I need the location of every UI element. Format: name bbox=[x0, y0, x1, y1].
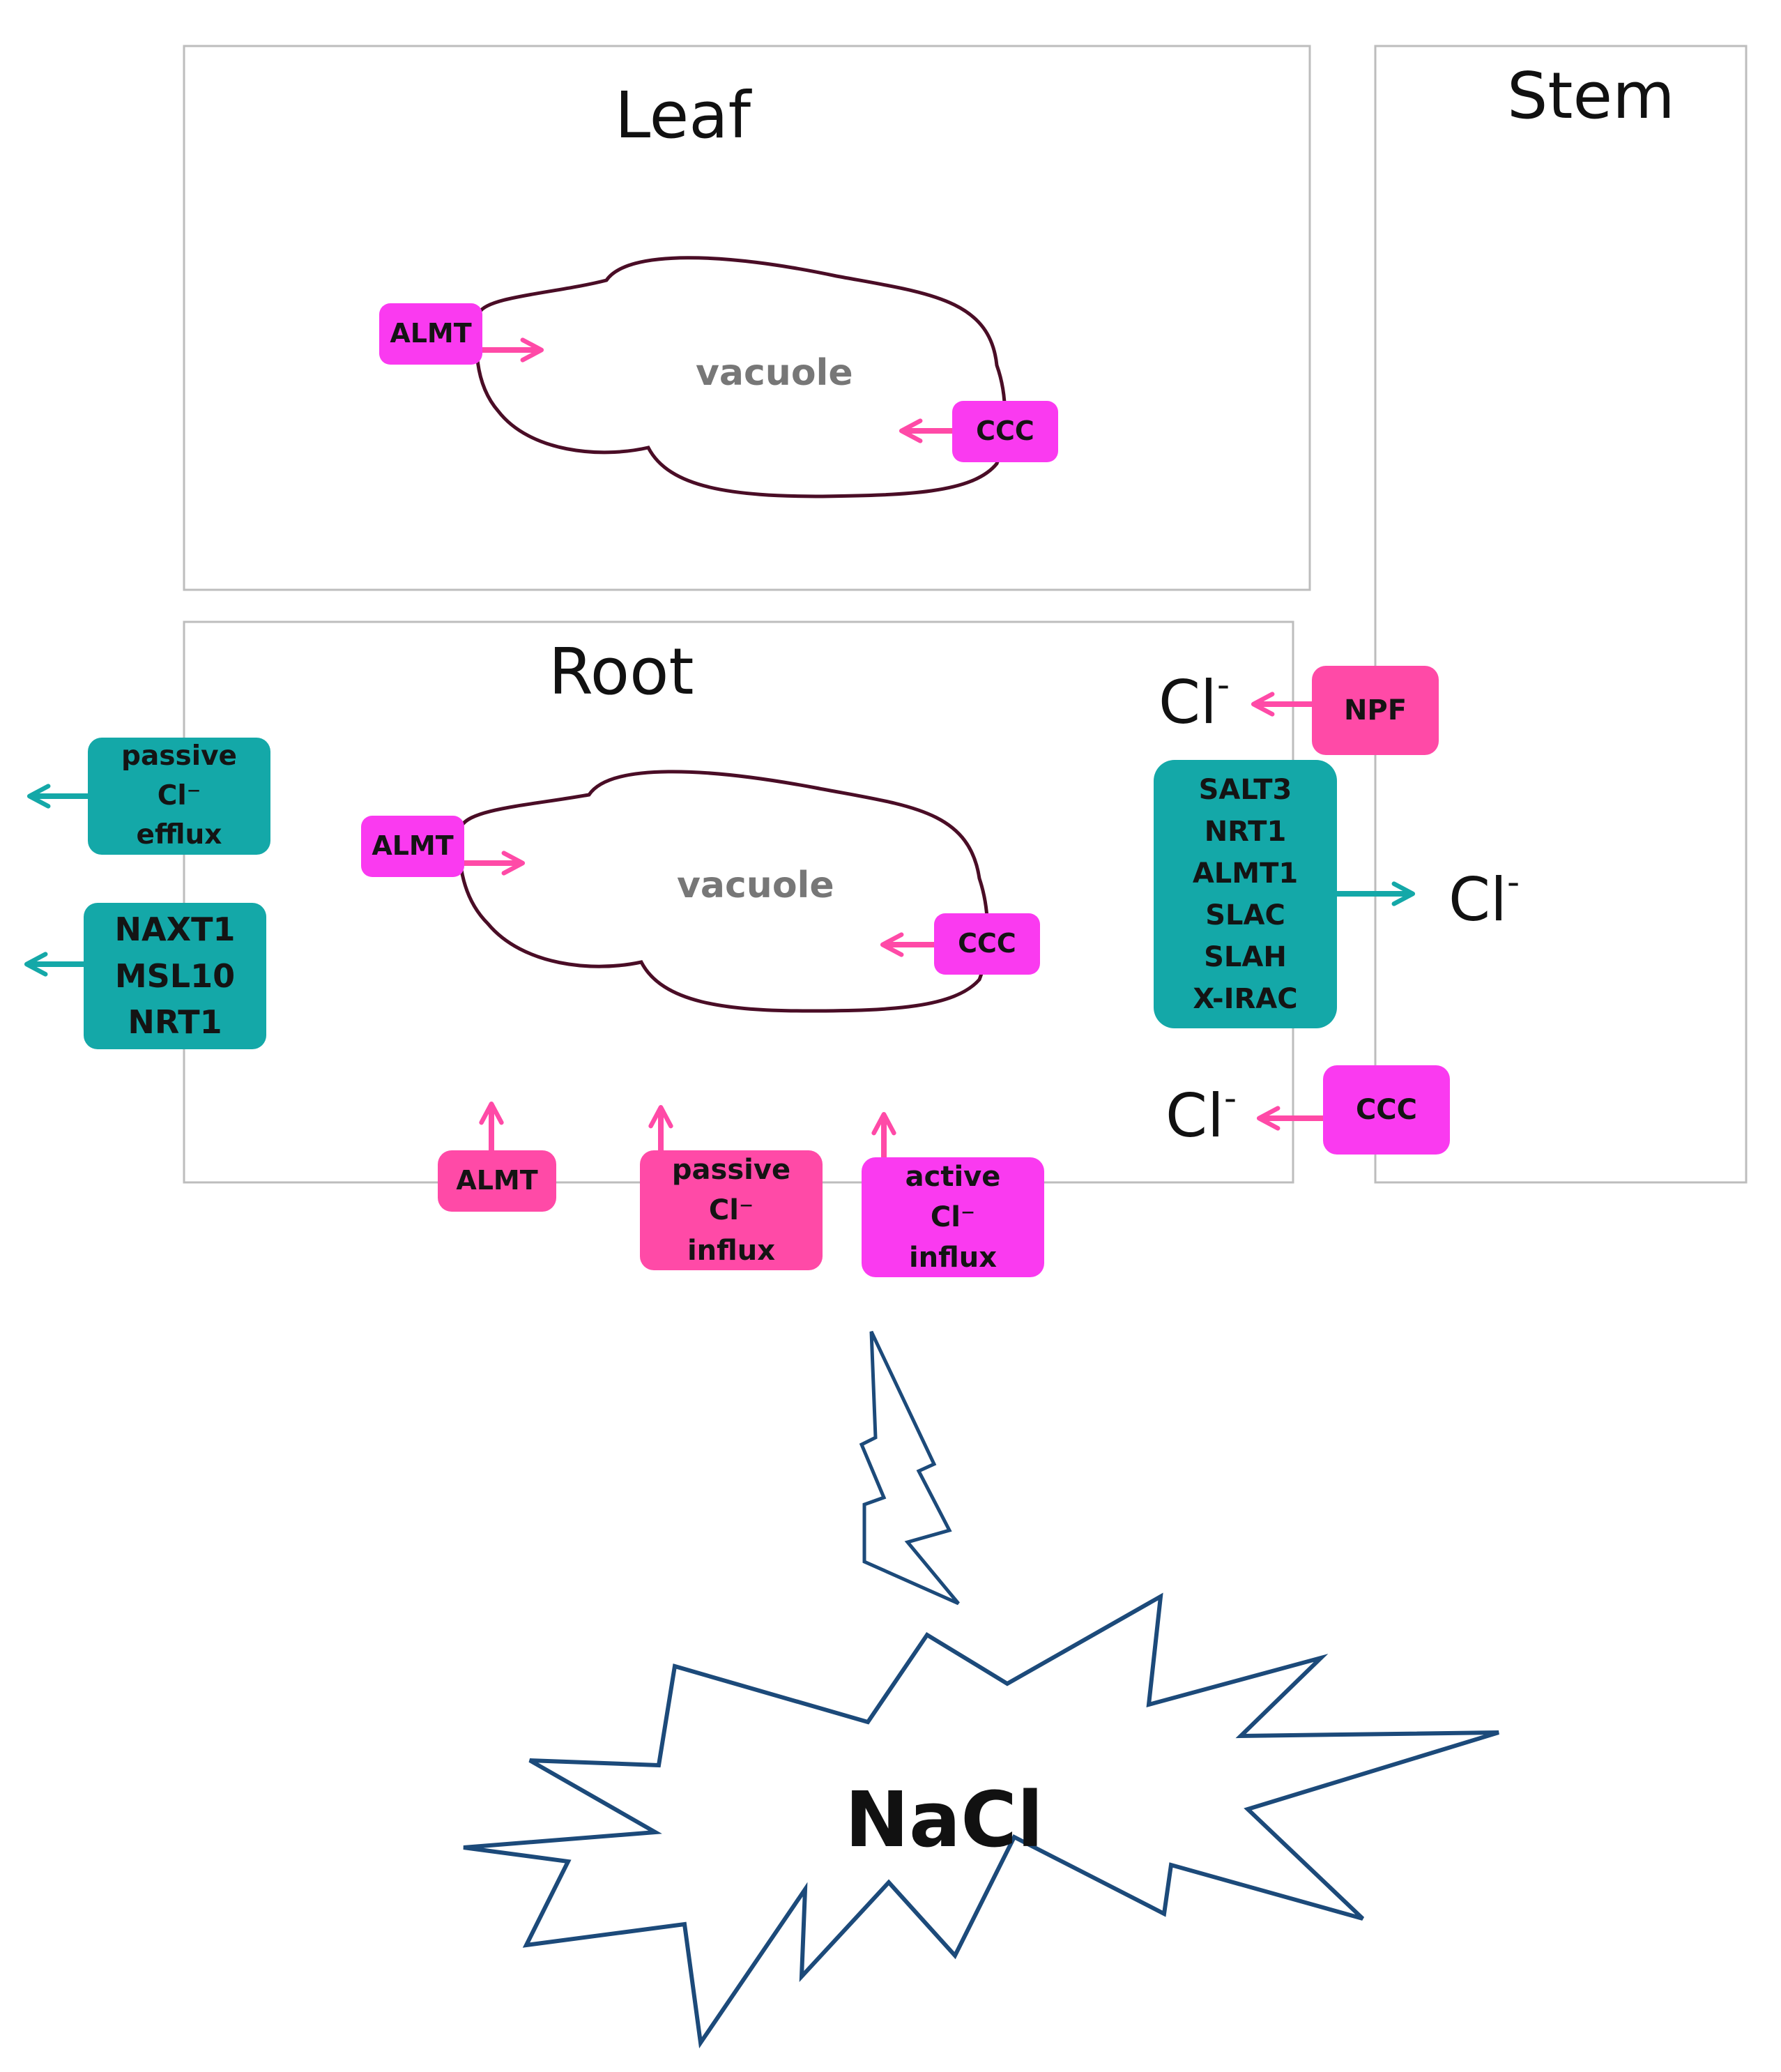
xylem-loading-box: SALT3 NRT1 ALMT1 SLAC SLAH X-IRAC bbox=[1154, 760, 1337, 1028]
passive-influx-box: passive Cl⁻ influx bbox=[640, 1150, 823, 1270]
root-ccc-box bbox=[934, 913, 1040, 975]
leaf-vacuole-membrane bbox=[475, 256, 1007, 498]
root-ccc-label: CCC bbox=[958, 928, 1016, 959]
root-vacuole-label: vacuole bbox=[677, 864, 834, 906]
leaf-vacuole-label: vacuole bbox=[696, 352, 853, 394]
active-influx-box: active Cl⁻ influx bbox=[862, 1157, 1044, 1277]
leaf-almt-label: ALMT bbox=[390, 318, 472, 349]
leaf-ccc-box bbox=[952, 401, 1058, 462]
passive-efflux-box: passive Cl⁻ efflux bbox=[88, 738, 270, 855]
chloride-label-stem: Cl- bbox=[1449, 862, 1520, 935]
root-vacuole-membrane bbox=[457, 770, 989, 1013]
leaf-almt-box bbox=[379, 303, 482, 365]
root-almt-box bbox=[361, 816, 464, 877]
npf-box: NPF bbox=[1312, 666, 1439, 755]
efflux-transporters-box: NAXT1 MSL10 NRT1 bbox=[84, 903, 266, 1049]
stem-compartment bbox=[1374, 45, 1748, 1184]
root-title: Root bbox=[549, 634, 694, 709]
leaf-compartment bbox=[183, 45, 1311, 591]
leaf-title: Leaf bbox=[615, 78, 751, 153]
root-almt-label: ALMT bbox=[372, 830, 454, 862]
starburst-icon bbox=[463, 1592, 1499, 2049]
nacl-label: NaCl bbox=[845, 1775, 1044, 1864]
leaf-ccc-label: CCC bbox=[976, 416, 1034, 447]
influx-almt-box: ALMT bbox=[438, 1150, 556, 1212]
lightning-bolt-icon bbox=[859, 1330, 960, 1606]
chloride-label-npf: Cl- bbox=[1159, 664, 1230, 738]
stem-title: Stem bbox=[1507, 59, 1675, 133]
chloride-label-ccc: Cl- bbox=[1165, 1078, 1237, 1151]
xylem-ccc-box: CCC bbox=[1323, 1065, 1450, 1155]
